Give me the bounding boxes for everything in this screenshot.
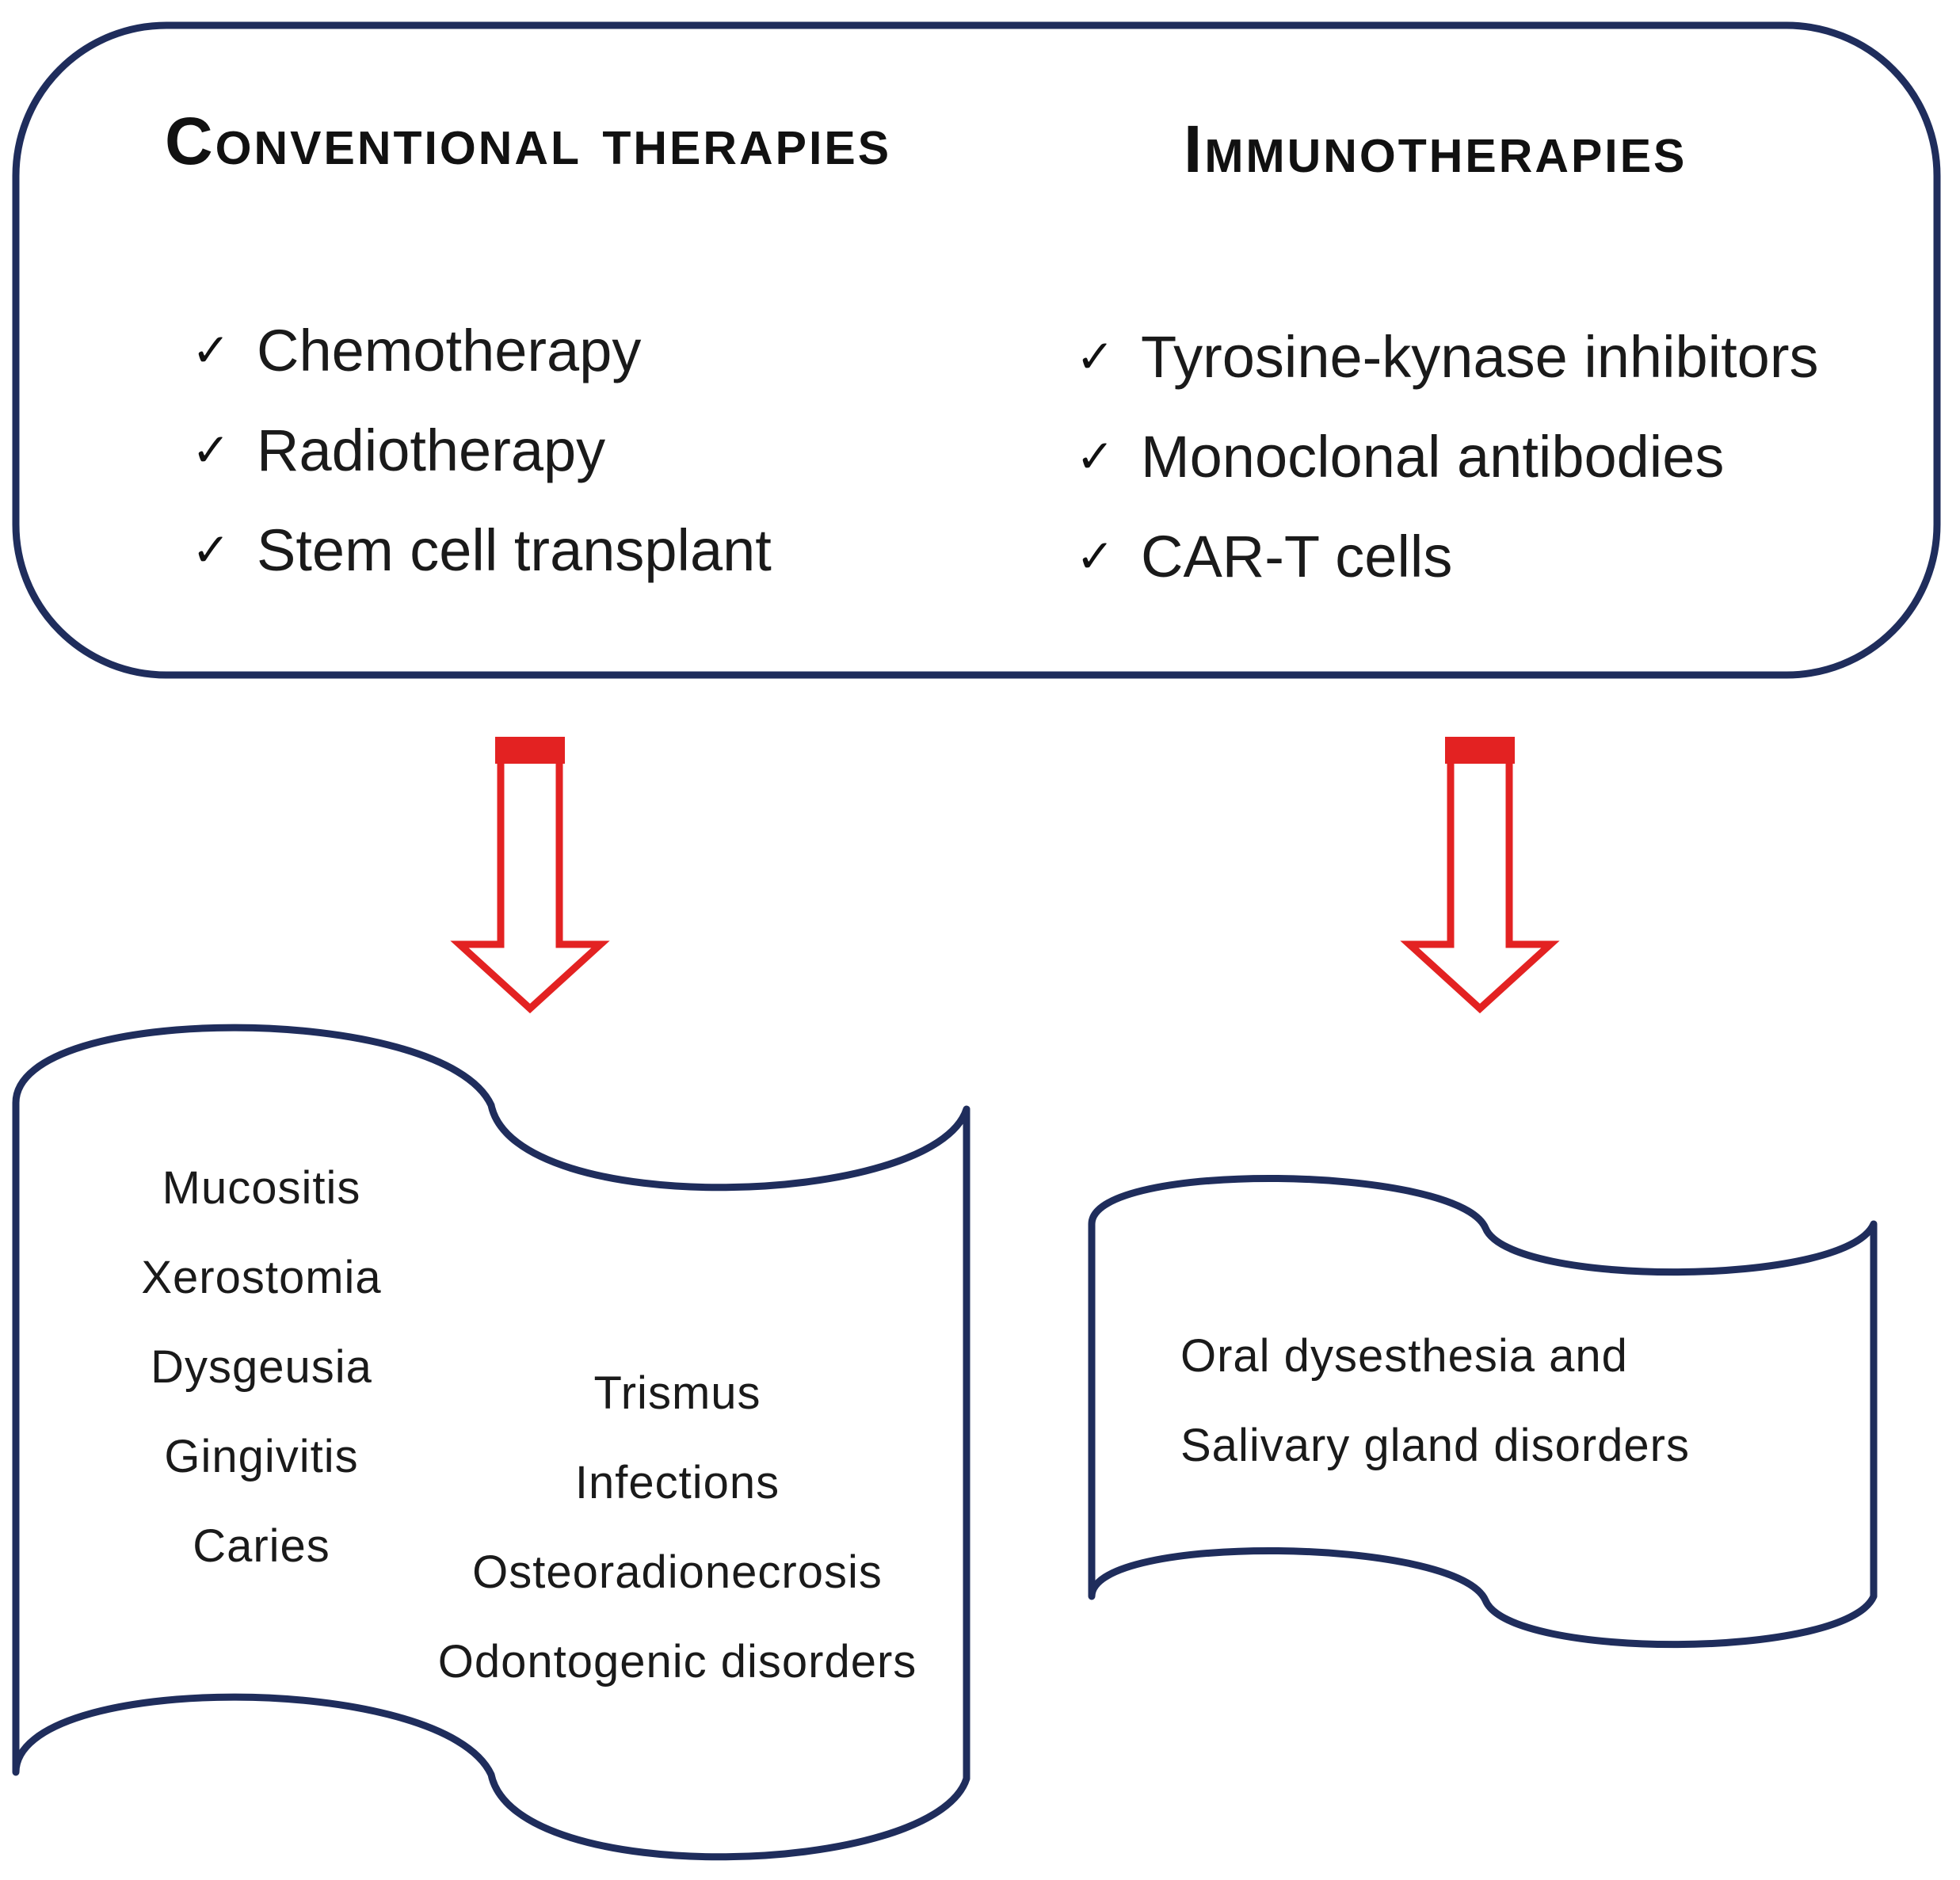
- therapies-box: [12, 21, 1941, 679]
- immunotherapies-heading: Immunotherapies: [1184, 112, 1687, 186]
- conventional-heading: Conventional therapies: [165, 104, 892, 178]
- therapy-label: CAR-T cells: [1141, 524, 1453, 589]
- immunotherapy-effects-box: [1088, 1175, 1878, 1649]
- list-item: ✓ Radiotherapy: [192, 401, 772, 501]
- check-icon: ✓: [192, 425, 231, 476]
- therapy-label: Monoclonal antibodies: [1141, 424, 1725, 490]
- immunotherapy-effects-text: Oral dysesthesia and Salivary gland diso…: [1180, 1311, 1798, 1490]
- effect-item: Trismus: [593, 1367, 761, 1419]
- effect-item: Gingivitis: [164, 1431, 359, 1482]
- effect-item: Salivary gland disorders: [1180, 1420, 1690, 1471]
- effect-item: Caries: [193, 1520, 330, 1572]
- check-icon: ✓: [1076, 431, 1115, 482]
- list-item: ✓ Chemotherapy: [192, 301, 772, 401]
- effect-item: Infections: [574, 1457, 780, 1508]
- therapy-label: Stem cell transplant: [257, 517, 772, 583]
- conventional-arrow: [450, 737, 610, 1014]
- therapy-label: Chemotherapy: [257, 318, 642, 383]
- check-icon: ✓: [1076, 331, 1115, 383]
- check-icon: ✓: [1076, 531, 1115, 582]
- check-icon: ✓: [192, 325, 231, 376]
- immunotherapy-arrow: [1400, 737, 1560, 1014]
- immunotherapy-list: ✓ Tyrosine-kynase inhibitors ✓ Monoclonal …: [1076, 307, 1818, 607]
- list-item: ✓ Tyrosine-kynase inhibitors: [1076, 307, 1818, 407]
- effect-item: Dysgeusia: [151, 1341, 372, 1393]
- list-item: ✓ CAR-T cells: [1076, 507, 1818, 607]
- conventional-effects-column-a: Mucositis Xerostomia Dysgeusia Gingiviti…: [103, 1143, 420, 1591]
- effect-item: Oral dysesthesia and: [1180, 1330, 1628, 1382]
- effect-item: Xerostomia: [141, 1252, 382, 1303]
- therapy-label: Radiotherapy: [257, 418, 606, 483]
- check-icon: ✓: [192, 524, 231, 576]
- conventional-effects-box: [12, 1024, 970, 1861]
- list-item: ✓ Stem cell transplant: [192, 501, 772, 601]
- conventional-therapy-list: ✓ Chemotherapy ✓ Radiotherapy ✓ Stem cell t…: [192, 301, 772, 601]
- effect-item: Odontogenic disorders: [437, 1636, 917, 1687]
- effect-item: Mucositis: [162, 1162, 361, 1214]
- conventional-effects-column-b: Trismus Infections Osteoradionecrosis Od…: [420, 1348, 935, 1706]
- effect-item: Osteoradionecrosis: [472, 1546, 883, 1598]
- list-item: ✓ Monoclonal antibodies: [1076, 407, 1818, 507]
- therapy-label: Tyrosine-kynase inhibitors: [1141, 324, 1819, 390]
